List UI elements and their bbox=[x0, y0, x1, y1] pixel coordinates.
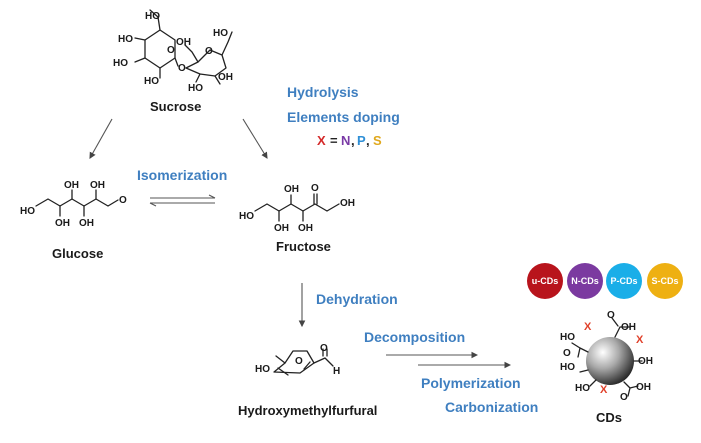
cd-atom: O bbox=[620, 392, 628, 403]
cd-type-label: S-CDs bbox=[651, 276, 678, 286]
step-hydrolysis: Hydrolysis bbox=[287, 84, 359, 100]
hmf-label: Hydroxymethylfurfural bbox=[238, 403, 377, 418]
carbon-dot-sphere bbox=[586, 337, 634, 385]
cd-type-label: P-CDs bbox=[610, 276, 637, 286]
fructose-atom: OH bbox=[298, 223, 313, 234]
cd-atom: OH bbox=[636, 382, 651, 393]
glucose-atom: OH bbox=[90, 180, 105, 191]
cd-atom: O bbox=[563, 348, 571, 359]
sucrose-atom: OH bbox=[176, 37, 191, 48]
cd-atom: HO bbox=[560, 332, 575, 343]
doping-s: S bbox=[373, 133, 382, 148]
doping-equation: X = N , P , S bbox=[317, 133, 382, 148]
glucose-atom: OH bbox=[55, 218, 70, 229]
sucrose-atom: OH bbox=[218, 72, 233, 83]
glucose-atom: O bbox=[119, 195, 127, 206]
fructose-atom: OH bbox=[274, 223, 289, 234]
glucose-structure: HO OH OH OH OH O Glucose bbox=[20, 180, 127, 261]
step-elements-doping: Elements doping bbox=[287, 109, 400, 125]
cd-atom: OH bbox=[621, 322, 636, 333]
cd-atom: HO bbox=[560, 362, 575, 373]
hmf-atom: H bbox=[333, 366, 340, 377]
doping-sep: , bbox=[366, 133, 370, 148]
glucose-atom: OH bbox=[64, 180, 79, 191]
cd-type-badge bbox=[527, 263, 563, 299]
sucrose-label: Sucrose bbox=[150, 99, 201, 114]
dopant-x-mark: X bbox=[600, 384, 608, 396]
hmf-atom: O bbox=[320, 343, 328, 354]
arrow-sucrose-glucose bbox=[89, 118, 113, 159]
arrow-sucrose-fructose bbox=[242, 118, 268, 159]
fructose-atom: HO bbox=[239, 211, 254, 222]
doping-sep: , bbox=[351, 133, 355, 148]
cd-atom: O bbox=[607, 310, 615, 321]
glucose-label: Glucose bbox=[52, 246, 103, 261]
sucrose-atom: O bbox=[167, 45, 175, 56]
sucrose-structure: HO HO HO HO O OH O HO O HO OH Sucrose bbox=[113, 9, 233, 114]
doping-p: P bbox=[357, 133, 366, 148]
sucrose-atom: HO bbox=[113, 58, 128, 69]
doping-x: X bbox=[317, 133, 326, 148]
fructose-structure: HO OH O OH OH OH Fructose bbox=[239, 183, 355, 254]
hmf-atom: HO bbox=[255, 364, 270, 375]
step-dehydration: Dehydration bbox=[316, 291, 398, 307]
cd-type-badge bbox=[567, 263, 603, 299]
cd-particle: O OH HO O HO OH HO O OH X X X CDs bbox=[560, 310, 653, 425]
glucose-atom: OH bbox=[79, 218, 94, 229]
hmf-atom: O bbox=[295, 356, 303, 367]
dopant-x-mark: X bbox=[584, 321, 592, 333]
fructose-atom: O bbox=[311, 183, 319, 194]
sucrose-atom: HO bbox=[144, 76, 159, 87]
cd-type-label: u-CDs bbox=[532, 276, 559, 286]
sucrose-atom: HO bbox=[188, 83, 203, 94]
sucrose-atom: HO bbox=[213, 28, 228, 39]
step-isomerization: Isomerization bbox=[137, 167, 227, 183]
cd-type-badge bbox=[647, 263, 683, 299]
glucose-atom: HO bbox=[20, 206, 35, 217]
cd-type-label: N-CDs bbox=[571, 276, 599, 286]
sucrose-atom: HO bbox=[118, 34, 133, 45]
dopant-x-mark: X bbox=[636, 334, 644, 346]
sucrose-atom: HO bbox=[145, 11, 160, 22]
fructose-atom: OH bbox=[284, 184, 299, 195]
step-polymerization: Polymerization bbox=[421, 375, 521, 391]
cd-atom: OH bbox=[638, 356, 653, 367]
doping-equals: = bbox=[330, 133, 338, 148]
cds-label: CDs bbox=[596, 410, 622, 425]
cd-atom: HO bbox=[575, 383, 590, 394]
fructose-atom: OH bbox=[340, 198, 355, 209]
sucrose-atom: O bbox=[178, 63, 186, 74]
cd-type-badge bbox=[606, 263, 642, 299]
cd-types: u-CDs N-CDs P-CDs S-CDs bbox=[527, 263, 683, 299]
hmf-structure: HO O O H Hydroxymethylfurfural bbox=[238, 343, 377, 418]
step-carbonization: Carbonization bbox=[445, 399, 538, 415]
sucrose-atom: O bbox=[205, 46, 213, 57]
step-decomposition: Decomposition bbox=[364, 329, 465, 345]
fructose-label: Fructose bbox=[276, 239, 331, 254]
doping-n: N bbox=[341, 133, 350, 148]
